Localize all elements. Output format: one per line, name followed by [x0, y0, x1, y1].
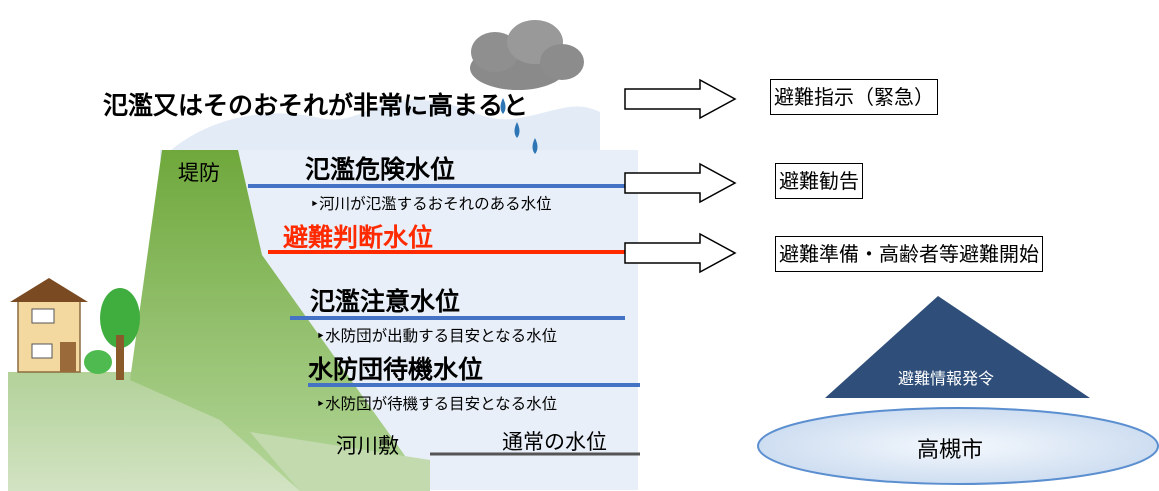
level-name-caution: 氾濫注意水位	[310, 287, 461, 316]
level-name-danger: 氾濫危険水位	[305, 155, 456, 184]
city-oval	[757, 407, 1159, 485]
level-name-evacuation: 避難判断水位	[283, 223, 434, 252]
normal-level-label: 通常の水位	[502, 430, 607, 454]
levee-label: 堤防	[178, 161, 220, 185]
action-box-preparation: 避難準備・高齢者等避難開始	[775, 236, 1043, 272]
wave-decoration	[160, 99, 600, 160]
arrow-instruction	[624, 78, 737, 120]
city-label: 高槻市	[917, 438, 984, 463]
tree-icon	[84, 288, 140, 380]
issuer-triangle	[825, 296, 1090, 398]
level-desc-standby: ‣水防団が待機する目安となる水位	[316, 395, 558, 413]
level-desc-caution: ‣水防団が出動する目安となる水位	[316, 327, 558, 345]
floodplain	[250, 432, 430, 491]
triangle-label: 避難情報発令	[898, 369, 995, 388]
level-name-standby: 水防団待機水位	[308, 355, 484, 384]
floodplain-label: 河川敷	[336, 434, 399, 458]
action-box-advisory: 避難勧告	[775, 163, 863, 199]
headline: 氾濫又はそのおそれが非常に高まると	[103, 91, 529, 120]
levee	[130, 150, 430, 491]
rain-cloud-icon	[470, 20, 584, 154]
level-desc-danger: ‣河川が氾濫するおそれのある水位	[310, 195, 552, 213]
arrow-preparation	[624, 232, 737, 274]
house-icon	[10, 278, 88, 373]
action-box-instruction: 避難指示（緊急）	[770, 79, 938, 115]
arrow-advisory	[624, 162, 737, 204]
